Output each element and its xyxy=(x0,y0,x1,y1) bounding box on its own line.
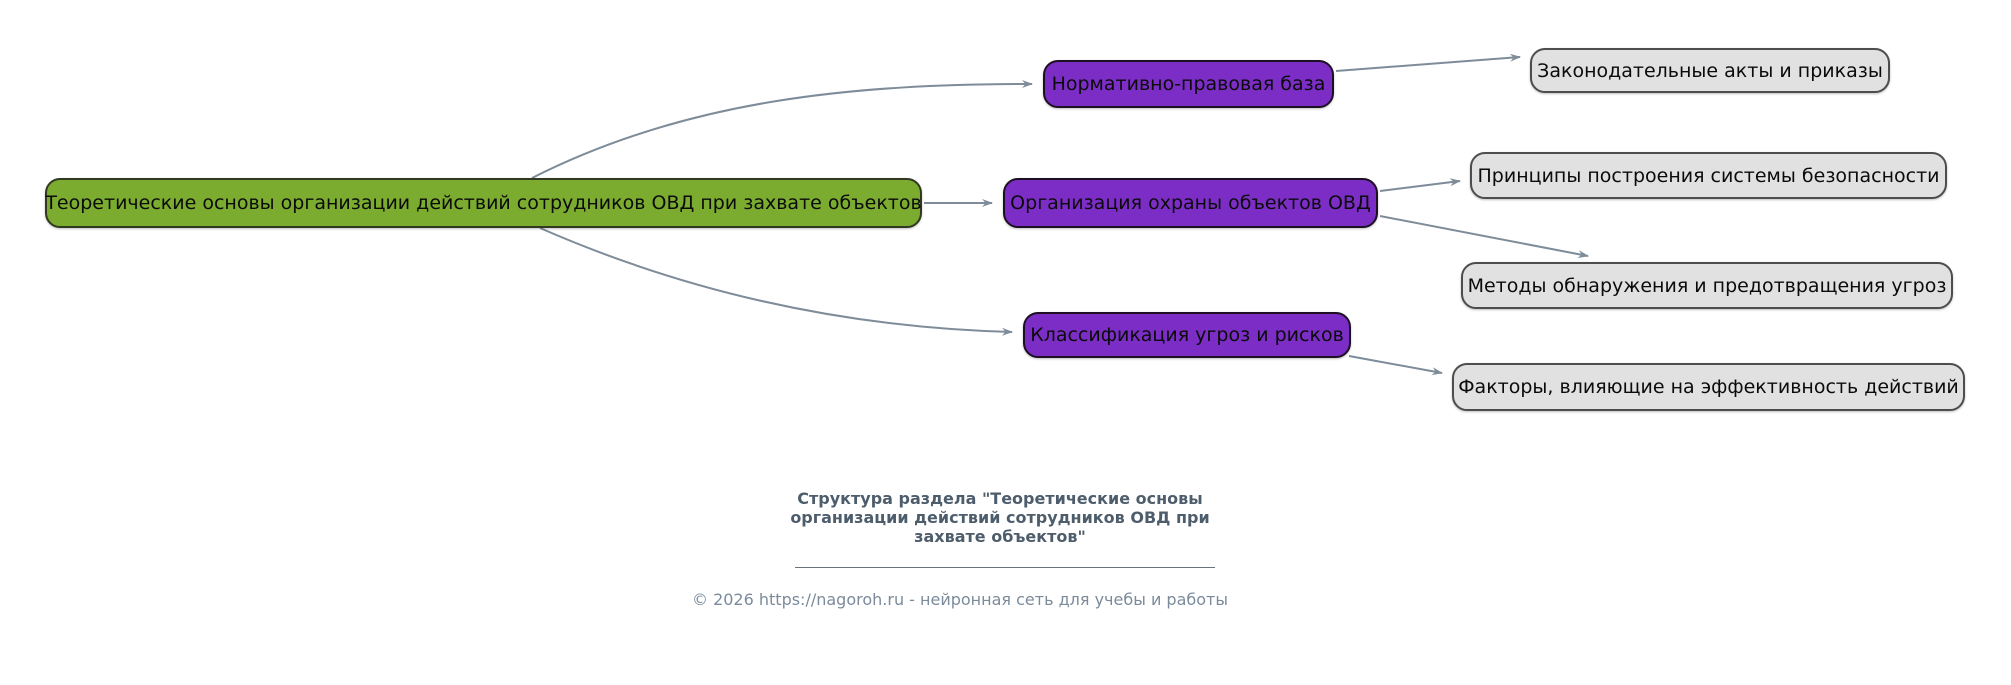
edge-root-to-branch-0 xyxy=(531,80,1033,179)
node-leaf-security-principles: Принципы построения системы безопасности xyxy=(1470,152,1947,199)
caption-line-1: Структура раздела "Теоретические основы xyxy=(797,489,1203,508)
edge-branch-1-to-leaf-2 xyxy=(1379,215,1589,259)
edge-branch-2-to-leaf-3 xyxy=(1348,355,1443,376)
node-branch-threat-classification: Классификация угроз и рисков xyxy=(1023,312,1351,358)
node-branch-security-organization: Организация охраны объектов ОВД xyxy=(1003,178,1378,228)
caption-line-3: захвате объектов" xyxy=(914,527,1086,546)
edge-branch-0-to-leaf-0 xyxy=(1335,53,1521,72)
node-branch-normative-base: Нормативно-правовая база xyxy=(1043,60,1334,108)
caption-title: Структура раздела "Теоретические основы … xyxy=(700,489,1300,546)
caption-divider xyxy=(795,567,1215,568)
edge-branch-1-to-leaf-1 xyxy=(1379,178,1461,192)
node-root-topic: Теоретические основы организации действи… xyxy=(45,178,922,228)
node-leaf-detection-methods: Методы обнаружения и предотвращения угро… xyxy=(1461,262,1953,309)
caption-line-2: организации действий сотрудников ОВД при xyxy=(790,508,1210,527)
node-leaf-effectiveness-factors: Факторы, влияющие на эффективность дейст… xyxy=(1452,363,1965,411)
edge-root-to-branch-2 xyxy=(539,227,1013,336)
node-leaf-legislative-acts: Законодательные акты и приказы xyxy=(1530,48,1890,93)
footer-credit: © 2026 https://nagoroh.ru - нейронная се… xyxy=(691,590,1228,609)
